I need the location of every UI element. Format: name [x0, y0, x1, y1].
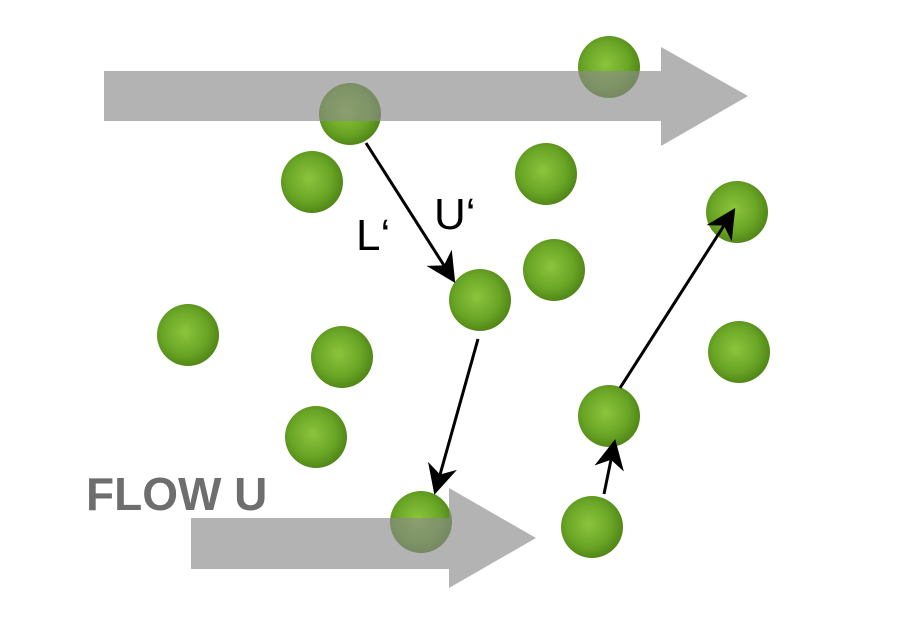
particle [708, 321, 770, 383]
particle [706, 181, 768, 243]
particle [157, 304, 219, 366]
velocity-fluctuation-label: U‘ [434, 190, 476, 239]
particle [523, 239, 585, 301]
particle [578, 385, 640, 447]
particle [281, 151, 343, 213]
particle-path-arrows [364, 142, 736, 495]
path-arrow-4 [618, 207, 736, 389]
path-arrow-2 [428, 338, 480, 495]
particle [515, 143, 577, 205]
top-flow-arrow [104, 47, 748, 146]
path-arrow-3 [594, 439, 624, 495]
length-scale-label: L‘ [356, 211, 390, 260]
particle [285, 406, 347, 468]
bottom-flow-arrow [191, 488, 536, 588]
particle [561, 496, 623, 558]
particle [449, 269, 511, 331]
particle [311, 326, 373, 388]
path-arrow-1 [364, 142, 456, 284]
flow-label: FLOW U [86, 468, 267, 520]
